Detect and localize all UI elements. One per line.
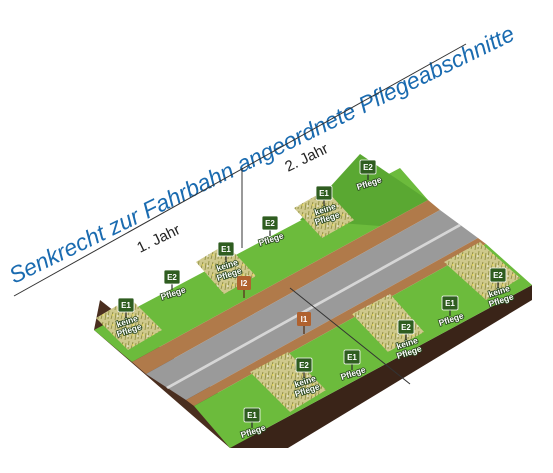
meadow-patch: [250, 352, 326, 412]
marker-i2-label: I2: [241, 279, 248, 288]
section-tag: E1: [319, 189, 329, 198]
sign-board: [489, 267, 507, 283]
near-shoulder: [186, 238, 486, 406]
marker-i1: I1: [297, 312, 311, 334]
section-signs: E1keinePflegeE2PflegeE1keinePflegeE2Pfle…: [114, 159, 516, 441]
section-tag: E2: [265, 219, 275, 228]
sign-board: [163, 269, 181, 285]
meadow-patch: [96, 298, 162, 350]
section-tag: E2: [363, 163, 373, 172]
sign-board: [315, 185, 333, 201]
section-tag: E2: [401, 323, 411, 332]
section-tag: E1: [247, 411, 257, 420]
section-tag: E1: [221, 245, 231, 254]
section-tag: E1: [121, 301, 131, 310]
sign-board: [359, 159, 377, 175]
meadow-patch: [444, 242, 520, 300]
sign-board: [343, 349, 361, 365]
marker-i1-label: I1: [301, 315, 308, 324]
section-tag: E2: [299, 361, 309, 370]
section-tag: E1: [347, 353, 357, 362]
sign-board: [441, 295, 459, 311]
title-rule-line: [13, 43, 467, 297]
far-shoulder: [132, 200, 440, 374]
sign-board: [397, 319, 415, 335]
marker-i2: I2: [237, 276, 251, 298]
sign-board: [261, 215, 279, 231]
section-tag: E2: [167, 273, 177, 282]
sign-board: [243, 407, 261, 423]
meadow-patch: [294, 190, 354, 238]
sign-board: [217, 241, 235, 257]
sign-board: [295, 357, 313, 373]
section-tag: E1: [445, 299, 455, 308]
pointer-line: [289, 287, 411, 385]
section-tag: E2: [493, 271, 503, 280]
sign-board: [117, 297, 135, 313]
